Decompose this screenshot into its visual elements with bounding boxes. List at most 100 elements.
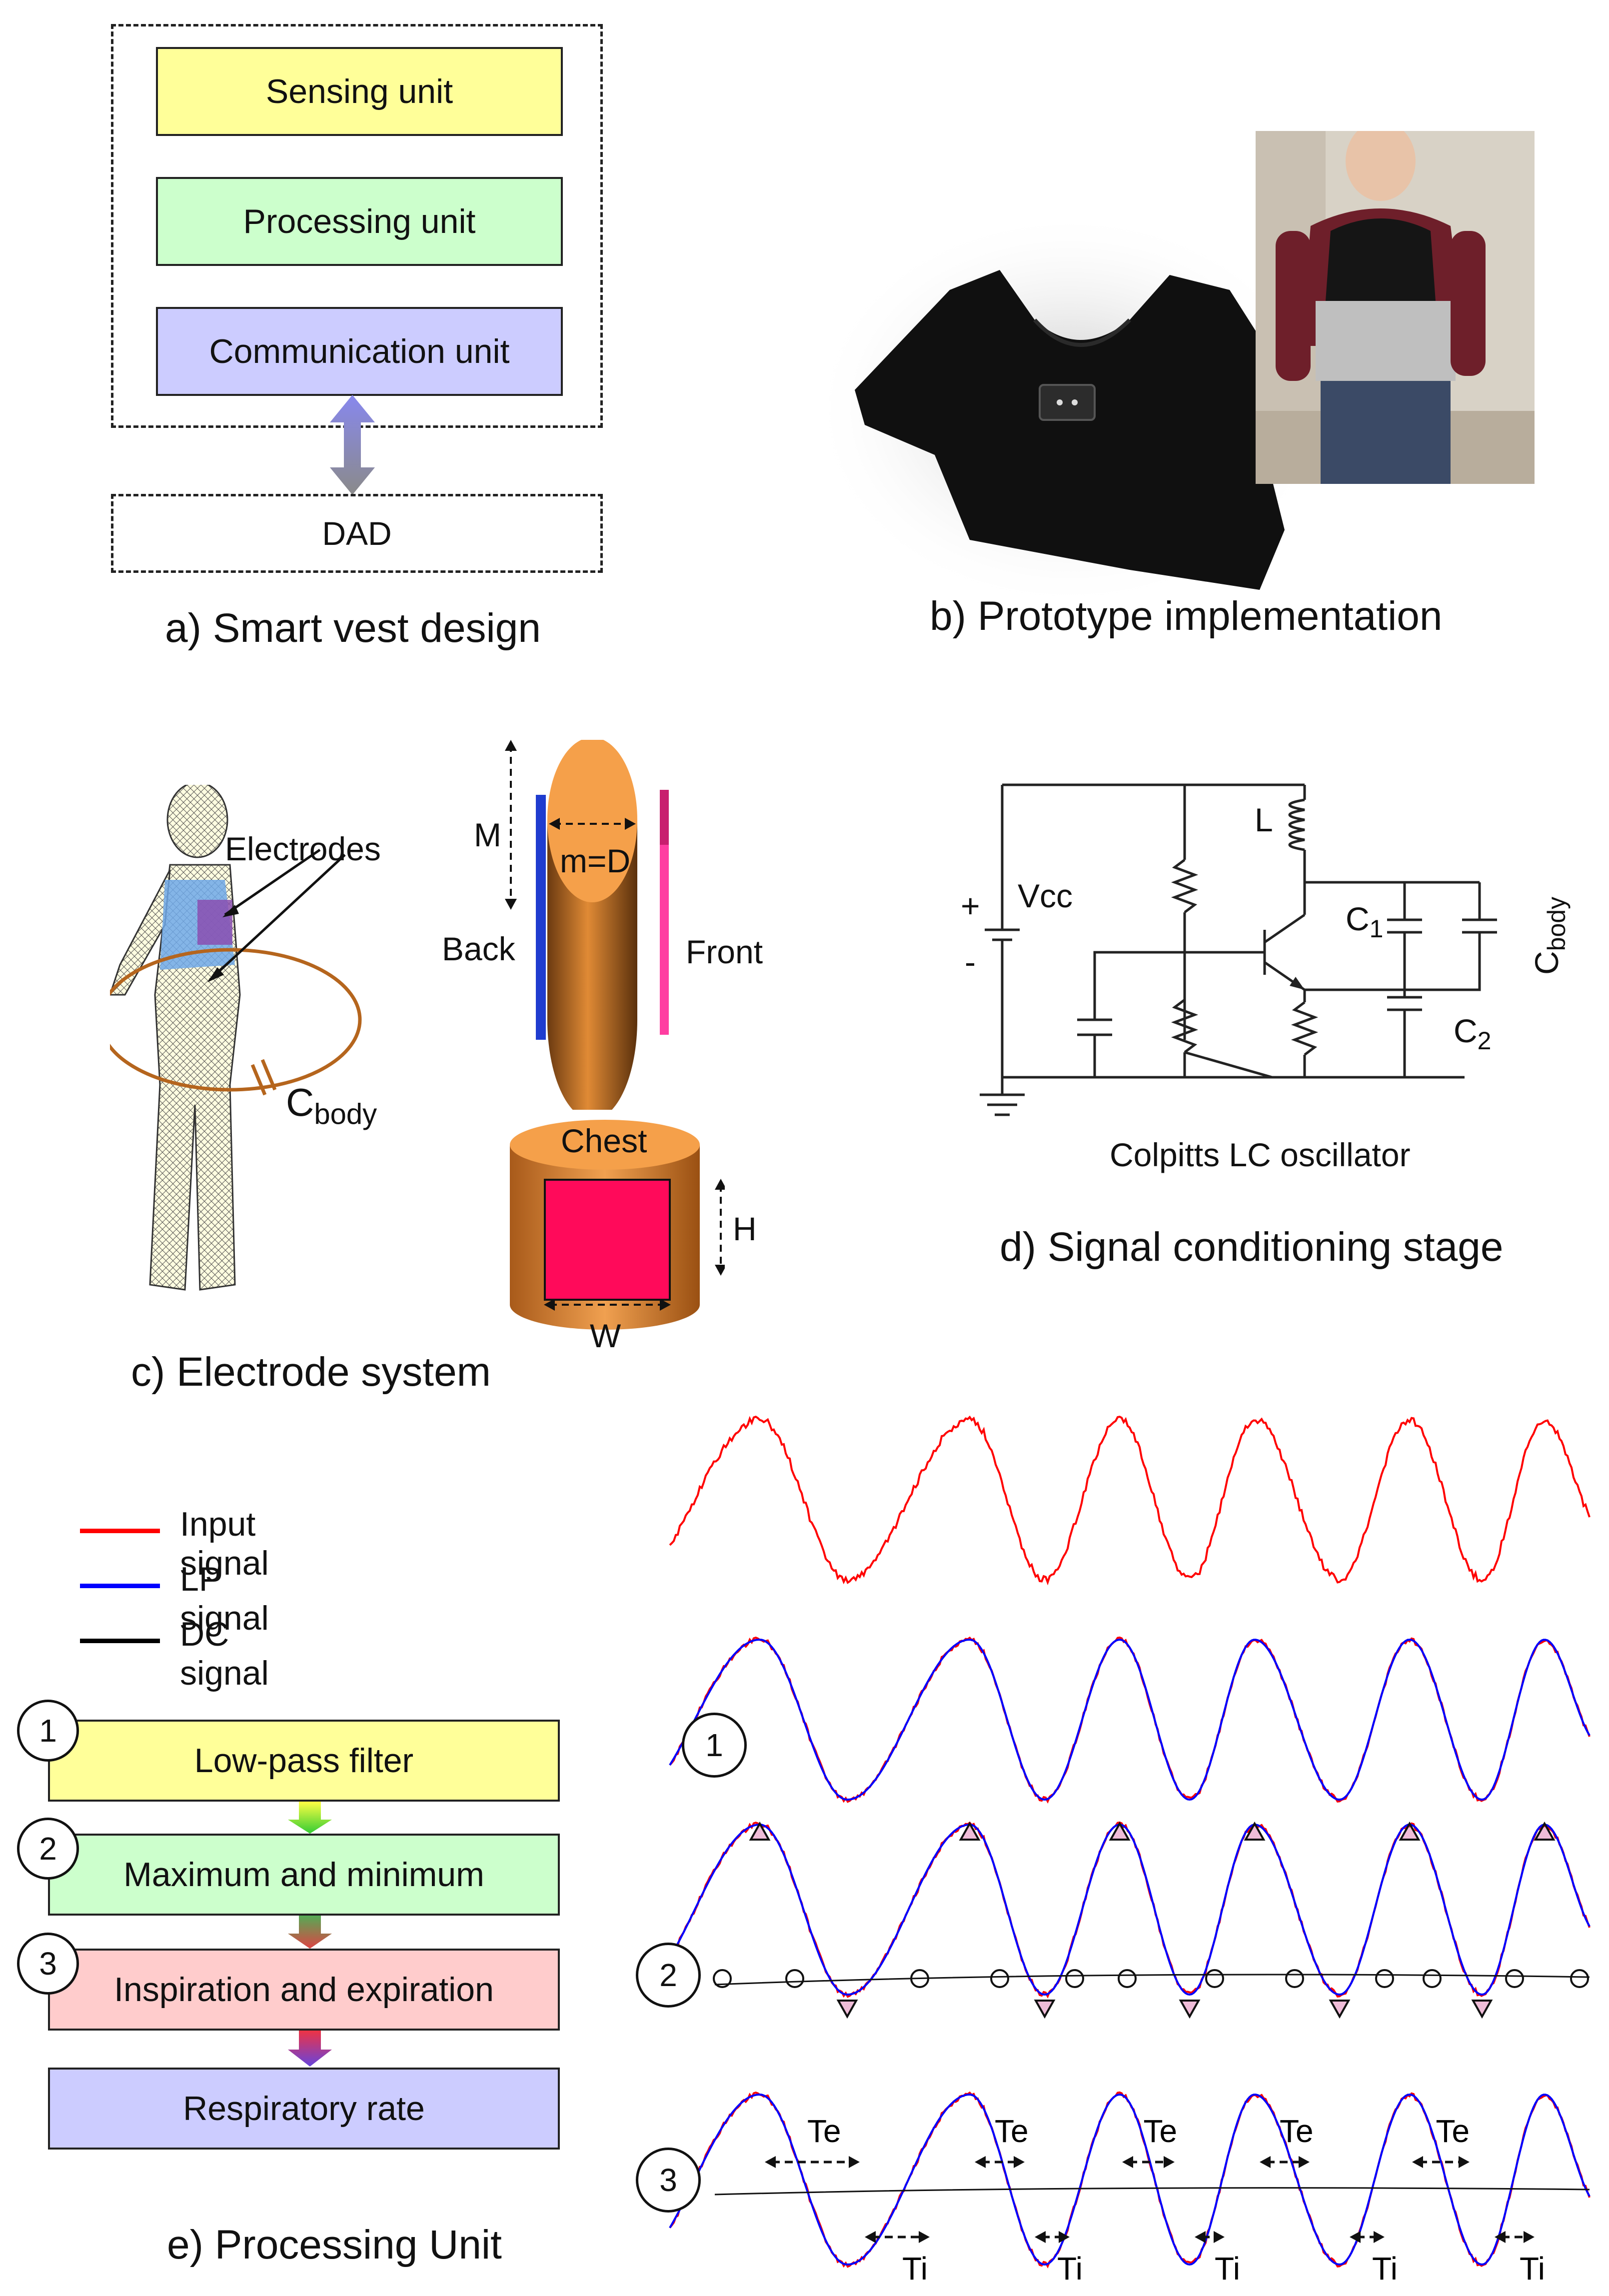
ti-label-2: Ti [1215, 2251, 1240, 2287]
crossing-marker-11 [1570, 1969, 1589, 1988]
electrodes-label: Electrodes [225, 830, 381, 867]
c1-sub: 1 [1369, 915, 1384, 943]
step-4-label: Respiratory rate [183, 2090, 425, 2128]
battery-minus: - [965, 943, 976, 980]
valley-marker-3 [1329, 2000, 1351, 2019]
dc-signal-trace-row2 [714, 1974, 1590, 1986]
processing-unit-label: Processing unit [243, 202, 476, 240]
h-label: H [733, 1210, 757, 1247]
c2-sub: 2 [1477, 1027, 1492, 1055]
m-label: M [474, 816, 501, 853]
caption-d: d) Signal conditioning stage [1000, 1224, 1504, 1270]
ti-arrow-3-head-l [1350, 2231, 1361, 2243]
step-insp-exp: Inspiration and expiration [48, 1949, 560, 2031]
crossing-marker-2 [910, 1969, 929, 1988]
te-arrow-4-head-r [1459, 2156, 1470, 2168]
md-label: m=D [560, 842, 631, 879]
ti-arrow-2-head-r [1214, 2231, 1225, 2243]
ti-arrow-4-head-r [1524, 2231, 1535, 2243]
crossing-marker-4 [1065, 1969, 1084, 1988]
crossing-marker-0 [713, 1969, 732, 1988]
step-3-label: Inspiration and expiration [114, 1971, 494, 2009]
chest-cylinder-model [510, 1120, 725, 1330]
te-label-4: Te [1436, 2113, 1470, 2149]
te-arrow-0-head-r [849, 2156, 860, 2168]
electrode-cylinder-model [505, 740, 669, 1110]
c1-main: C [1346, 900, 1370, 937]
front-label: Front [686, 933, 763, 970]
communication-unit-block: Communication unit [156, 307, 563, 396]
caption-c: c) Electrode system [131, 1349, 491, 1395]
step-respiratory-rate: Respiratory rate [48, 2068, 560, 2150]
cbody-c-sub: body [314, 1098, 377, 1131]
step-max-min: Maximum and minimum [48, 1834, 560, 1916]
legend-label-lp: LP signal [180, 1560, 269, 1637]
peak-marker-4 [1399, 1821, 1421, 1841]
te-arrow-3-head-l [1260, 2156, 1271, 2168]
step-3-number: 3 [39, 1946, 57, 1982]
crossing-marker-10 [1505, 1969, 1524, 1988]
step-3-badge: 3 [17, 1933, 79, 1995]
signal-marker-2-text: 2 [659, 1957, 677, 1993]
step-1-badge: 1 [17, 1700, 79, 1762]
vest-photo [820, 210, 1320, 600]
peak-marker-0 [749, 1821, 771, 1841]
wearer-photo [1256, 131, 1535, 484]
te-arrow-1-head-r [1014, 2156, 1025, 2168]
step-1-number: 1 [39, 1713, 57, 1749]
ti-arrow-4-head-l [1495, 2231, 1506, 2243]
ti-label-4: Ti [1520, 2251, 1545, 2287]
vcc-label: Vcc [1018, 877, 1073, 914]
ti-arrow-1-head-r [1059, 2231, 1070, 2243]
ti-arrow-1-head-l [1035, 2231, 1046, 2243]
te-label-1: Te [995, 2113, 1029, 2149]
peak-marker-2 [1109, 1821, 1131, 1841]
chest-label: Chest [561, 1122, 647, 1159]
lp-signal-trace-row2 [669, 1823, 1591, 1996]
signal-marker-3-text: 3 [659, 2162, 677, 2198]
communication-unit-label: Communication unit [209, 332, 510, 370]
step-1-label: Low-pass filter [194, 1742, 414, 1780]
te-label-2: Te [1144, 2113, 1178, 2149]
te-arrow-4-head-l [1412, 2156, 1423, 2168]
ti-label-1: Ti [1057, 2251, 1083, 2287]
cbody-label-c: Cbody [286, 1080, 377, 1131]
valley-marker-0 [836, 2000, 858, 2019]
crossing-marker-5 [1118, 1969, 1137, 1988]
dad-label: DAD [322, 515, 392, 552]
processing-unit-block: Processing unit [156, 177, 563, 266]
sensing-unit-label: Sensing unit [265, 72, 453, 110]
oscillator-label: Colpitts LC oscillator [1110, 1136, 1411, 1173]
ti-arrow-2-head-l [1195, 2231, 1206, 2243]
te-arrow-0-head-l [765, 2156, 776, 2168]
te-label-3: Te [1280, 2113, 1314, 2149]
cbody-c-main: C [286, 1080, 314, 1124]
legend-label-dc: DC signal [180, 1615, 269, 1692]
c1-label: C1 [1346, 900, 1383, 943]
inductor-label: L [1255, 801, 1273, 838]
legend-label-input: Input signal [180, 1505, 269, 1582]
cbody-d-main: C [1528, 951, 1565, 975]
te-label-0: Te [807, 2113, 841, 2149]
legend-swatch-dc [80, 1639, 160, 1643]
colpitts-circuit [980, 783, 1497, 1116]
ti-arrow-0-head-r [919, 2231, 930, 2243]
te-arrow-3-head-r [1299, 2156, 1310, 2168]
input-signal-trace [669, 1415, 1591, 1586]
body-mesh-figure [110, 785, 362, 1291]
ti-arrow-0-head-l [865, 2231, 876, 2243]
crossing-marker-9 [1423, 1969, 1442, 1988]
crossing-marker-1 [785, 1969, 804, 1988]
caption-e: e) Processing Unit [167, 2222, 502, 2268]
crossing-marker-7 [1285, 1969, 1304, 1988]
step-low-pass-filter: Low-pass filter [48, 1720, 560, 1802]
valley-marker-4 [1471, 2000, 1493, 2019]
cbody-d-sub: body [1543, 896, 1571, 951]
battery-plus: + [961, 887, 980, 924]
caption-a: a) Smart vest design [165, 605, 541, 651]
valley-marker-1 [1034, 2000, 1056, 2019]
legend-swatch-lp [80, 1584, 160, 1588]
step-2-number: 2 [39, 1831, 57, 1867]
ti-label-3: Ti [1372, 2251, 1398, 2287]
back-label: Back [442, 930, 515, 967]
